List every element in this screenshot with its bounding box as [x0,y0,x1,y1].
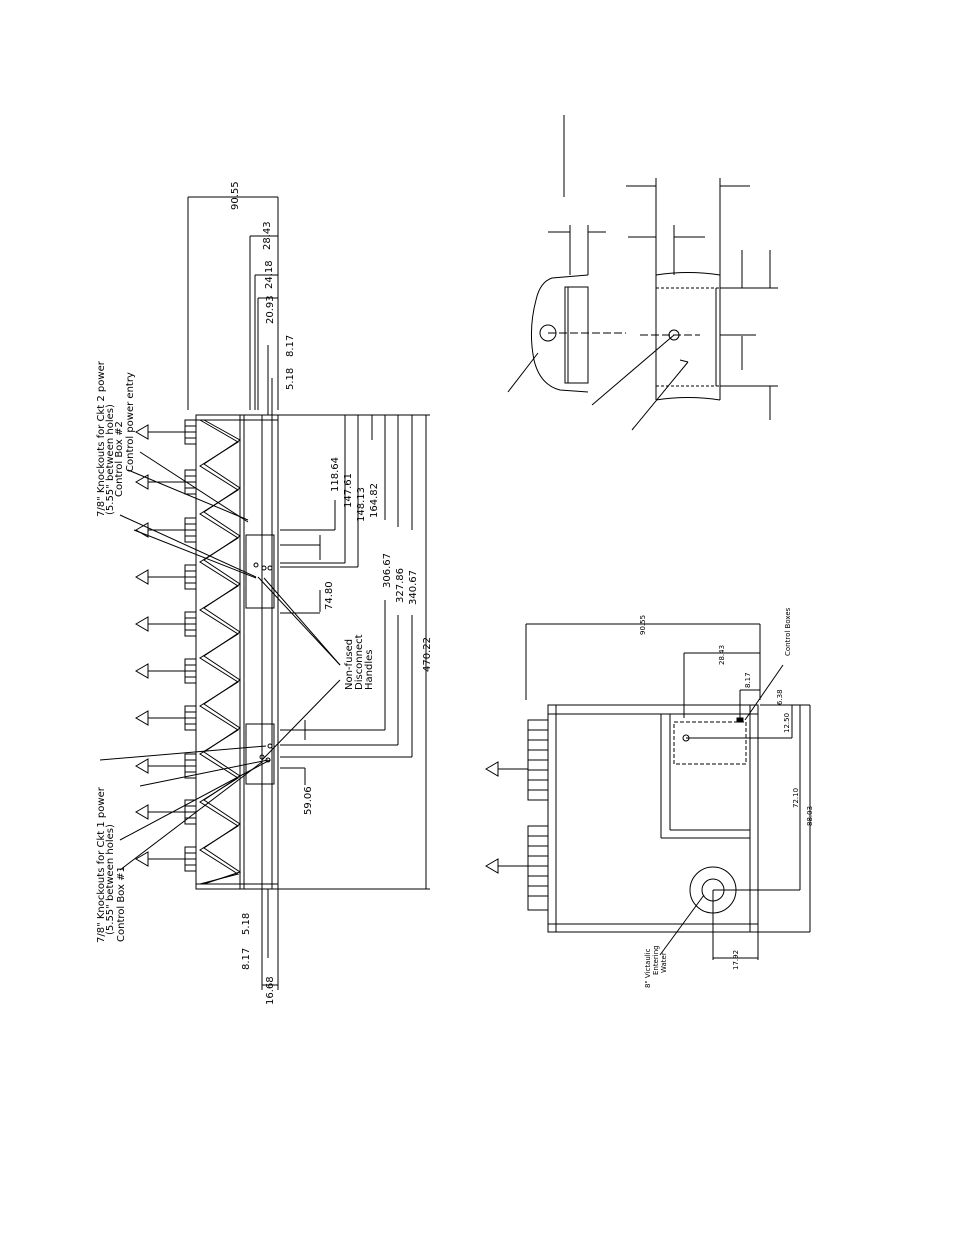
dim-16-68: 16.68 [265,976,276,1005]
control-box-1-outline [245,723,275,785]
note-knockouts-ckt1-spacing: (5.55" between holes) [105,824,116,935]
fan-array [135,419,197,872]
fan-3 [135,517,197,543]
coil-zigzag [199,419,240,885]
dim-74-80: 74.80 [324,581,335,610]
dim-5-18-top: 5.18 [285,368,296,390]
dim-12-50: 12.50 [783,713,791,733]
detail-view [507,115,778,431]
dim-28-43-side: 28.43 [718,645,726,665]
dim-148-13: 148.13 [356,487,367,522]
control-boxes-side [673,721,747,765]
fan-5 [135,611,197,637]
dim-20-93: 20.93 [265,295,276,324]
unit-body-side [547,704,759,933]
dim-306-67: 306.67 [382,553,393,588]
unit-body-top [195,414,279,890]
note-control-box-1: Control Box #1 [116,866,127,942]
dim-5-18-bottom: 5.18 [241,913,252,935]
dim-90-55-side: 90.55 [639,615,647,635]
dim-24-18: 24.18 [264,260,275,289]
note-control-boxes: Control Boxes [784,607,792,656]
dim-88-03: 88.03 [806,806,814,826]
dim-90-55-top: 90.55 [230,181,241,210]
control-box-2-outline [245,534,275,609]
note-control-power-entry: Control power entry [125,372,136,472]
dim-6-38: 6.38 [776,689,784,705]
note-control-box-2: Control Box #2 [114,421,125,497]
note-victaulic-3: Water [660,952,668,973]
dim-17-92: 17.92 [732,950,740,970]
dim-72-10: 72.10 [792,788,800,808]
top-view: 90.55 28.43 24.18 20.93 8.17 5.18 118.64… [96,181,433,1005]
note-victaulic-1: 8" Victaulic [644,948,652,988]
dim-59-06: 59.06 [303,786,314,815]
fan-8 [135,753,197,779]
dim-327-86: 327.86 [395,568,406,603]
note-nonfused-2: Disconnect [354,634,365,690]
dim-28-43-top: 28.43 [262,221,273,250]
note-knockouts-ckt1: 7/8" Knockouts for Ckt 1 power [96,786,107,943]
dim-8-17-side: 8.17 [744,672,752,688]
note-knockouts-ckt2-spacing: (5.55" between holes) [105,404,116,515]
note-knockouts-ckt2: 7/8" Knockouts for Ckt 2 power [96,360,107,517]
fan-7 [135,705,197,731]
fan-4 [135,564,197,590]
fan-1 [135,419,197,445]
fan-10 [135,846,197,872]
dim-164-82: 164.82 [369,483,380,518]
dim-147-61: 147.61 [343,473,354,508]
fan-2 [135,469,197,495]
dim-118-64: 118.64 [330,457,341,492]
dim-470-22: 470.22 [422,637,433,672]
note-victaulic-2: Entering [652,945,660,975]
note-nonfused-1: Non-fused [344,639,355,690]
dim-8-17-bottom: 8.17 [241,948,252,970]
side-view: 90.55 28.43 8.17 6.38 12.50 72.10 88.03 … [485,607,814,988]
dim-340-67: 340.67 [408,570,419,605]
fan-9 [135,799,197,825]
note-nonfused-3: Handles [364,650,375,690]
fan-6 [135,658,197,684]
dim-8-17-top: 8.17 [285,335,296,357]
